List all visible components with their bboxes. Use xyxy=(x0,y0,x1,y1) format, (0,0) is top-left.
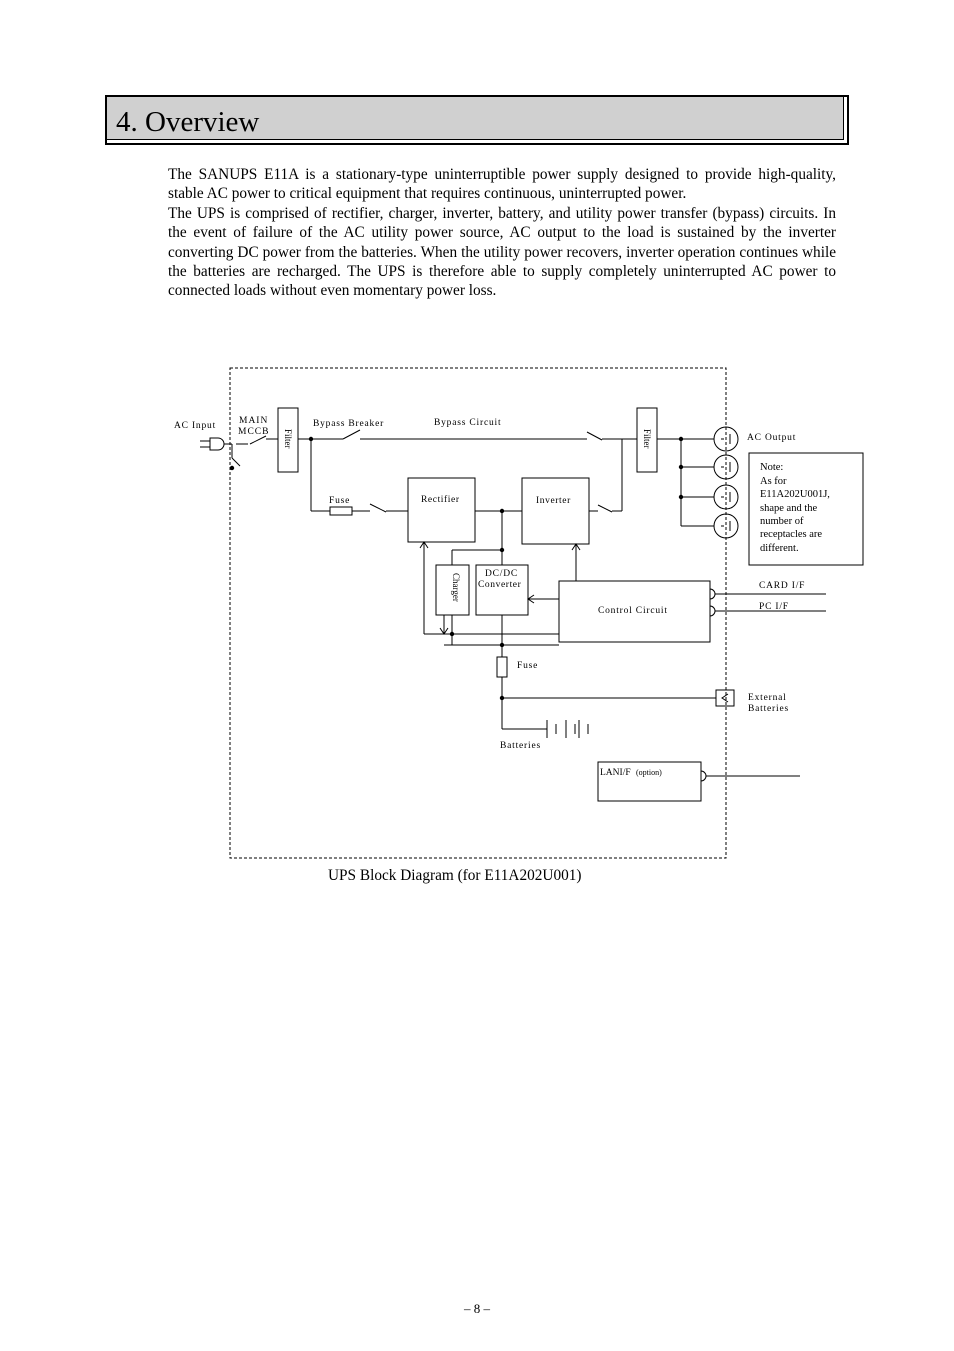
label-charger: Charger xyxy=(451,573,461,602)
svg-text:shape and the: shape and the xyxy=(760,503,817,514)
receptacle-icon xyxy=(713,513,739,539)
label-ac-input: AC Input xyxy=(174,421,216,431)
label-main-mccb: MAIN xyxy=(239,416,268,426)
label-external-batteries: External xyxy=(748,693,787,703)
label-external-batteries: Batteries xyxy=(748,704,789,714)
label-card-if: CARD I/F xyxy=(759,581,805,591)
label-dcdc: DC/DC xyxy=(485,569,518,579)
label-fuse-bottom: Fuse xyxy=(517,661,538,671)
receptacle-icon xyxy=(713,484,739,510)
label-ac-output: AC Output xyxy=(747,433,796,443)
section-title: 4. Overview xyxy=(116,106,260,138)
fuse-top xyxy=(329,506,353,516)
svg-text:Note:: Note: xyxy=(760,462,783,473)
note-box xyxy=(748,452,864,566)
control-circuit-box xyxy=(558,580,711,643)
intro-paragraph-2: The UPS is comprised of rectifier, charg… xyxy=(168,204,836,300)
ups-enclosure xyxy=(229,367,727,859)
intro-text: The SANUPS E11A is a stationary-type uni… xyxy=(168,165,836,301)
intro-paragraph-1: The SANUPS E11A is a stationary-type uni… xyxy=(168,166,836,203)
fuse-bottom xyxy=(496,656,508,678)
label-main-mccb: MCCB xyxy=(238,427,269,437)
battery-icon xyxy=(546,720,589,738)
label-filter-right: Filter xyxy=(642,429,652,449)
svg-text:As for: As for xyxy=(760,476,787,487)
svg-text:number of: number of xyxy=(760,516,804,527)
label-pc-if: PC I/F xyxy=(759,602,789,612)
ups-block-diagram: AC Input MAIN MCCB Filter Bypass Breaker… xyxy=(174,367,864,859)
label-lan-if: LANI/F (option) xyxy=(600,768,662,778)
note-text: Note: As for E11A202U001J, shape and the… xyxy=(760,462,830,554)
label-rectifier: Rectifier xyxy=(421,494,460,505)
filter-right-box xyxy=(636,407,658,473)
inverter-box xyxy=(521,477,590,545)
ac-plug-icon xyxy=(200,437,232,451)
label-bypass-breaker: Bypass Breaker xyxy=(313,419,384,429)
svg-text:E11A202U001J,: E11A202U001J, xyxy=(760,489,830,500)
label-bypass-circuit: Bypass Circuit xyxy=(434,418,501,428)
label-batteries: Batteries xyxy=(500,741,541,751)
rectifier-box xyxy=(407,477,476,543)
label-control-circuit: Control Circuit xyxy=(598,606,668,616)
section-header: 4. Overview xyxy=(105,95,849,145)
receptacle-icon xyxy=(713,426,739,452)
diagram-caption: UPS Block Diagram (for E11A202U001) xyxy=(328,867,582,884)
svg-text:different.: different. xyxy=(760,543,799,554)
filter-left-box xyxy=(277,407,299,473)
main-mccb-switch xyxy=(249,435,267,445)
receptacle-icon xyxy=(713,454,739,480)
page-number: – 8 – xyxy=(464,1301,490,1316)
label-fuse-top: Fuse xyxy=(329,496,350,506)
label-inverter: Inverter xyxy=(536,496,571,506)
label-filter-left: Filter xyxy=(283,429,293,449)
label-dcdc: Converter xyxy=(478,580,522,590)
external-battery-connector xyxy=(715,689,735,707)
bypass-breaker-switch xyxy=(342,429,361,440)
svg-text:receptacles are: receptacles are xyxy=(760,529,822,540)
